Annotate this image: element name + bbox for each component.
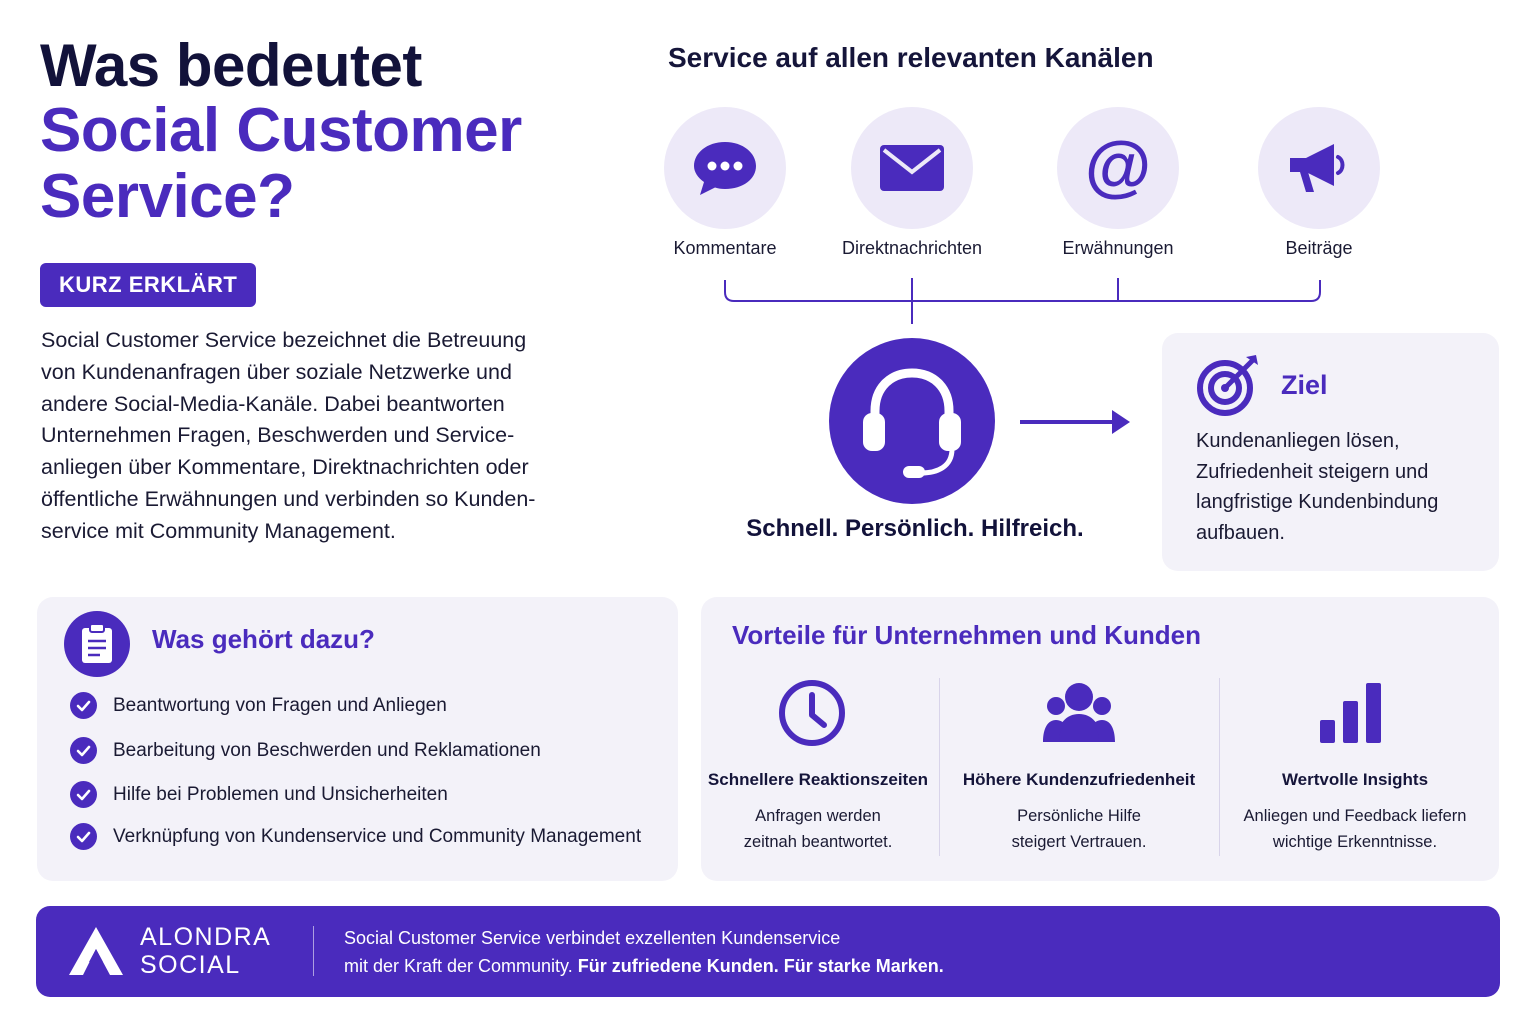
bar-chart-icon: [1320, 683, 1381, 743]
benefit-title: Schnellere Reaktionszeiten: [707, 770, 929, 789]
users-icon: [1043, 683, 1115, 742]
channel-label: Direktnachrichten: [841, 238, 983, 258]
goal-line: Zufriedenheit steigern und: [1196, 460, 1429, 483]
footer-line-1: Social Customer Service verbindet exzell…: [344, 928, 841, 948]
footer-divider: [313, 926, 314, 976]
arrow-right-icon: [1020, 410, 1130, 434]
channel-label: Beiträge: [1285, 238, 1353, 258]
list-item-text: Bearbeitung von Beschwerden und Reklamat…: [113, 739, 541, 761]
channel-direktnachrichten: [851, 107, 973, 229]
benefit-reaktionszeiten: Schnellere Reaktionszeiten Anfragen werd…: [688, 770, 948, 855]
benefit-insights: Wertvolle Insights Anliegen und Feedback…: [1225, 770, 1485, 855]
at-sign-icon: @: [1085, 135, 1151, 201]
intro-line: service mit Community Management.: [41, 518, 396, 543]
goal-line: langfristige Kundenbindung: [1196, 491, 1439, 513]
goal-line: aufbauen.: [1196, 521, 1285, 544]
megaphone-icon: [1290, 144, 1345, 192]
checkmark-icon: [70, 692, 97, 719]
envelope-icon: [880, 145, 944, 191]
footer-banner: [36, 906, 1500, 997]
benefit-text: Anfragen werden zeitnah beantwortet.: [688, 803, 948, 855]
divider: [939, 678, 940, 856]
list-item: Bearbeitung von Beschwerden und Reklamat…: [70, 737, 541, 764]
headset-icon: [863, 368, 961, 478]
includes-title: Was gehört dazu?: [152, 624, 375, 654]
benefit-line: Anfragen werden: [755, 807, 881, 825]
benefit-kundenzufriedenheit: Höhere Kundenzufriedenheit Persönliche H…: [949, 770, 1209, 855]
benefit-line: Persönliche Hilfe: [1017, 807, 1141, 825]
checkmark-icon: [70, 781, 97, 808]
goal-line: Kundenanliegen lösen,: [1196, 430, 1400, 452]
goal-text: Kundenanliegen lösen, Zufriedenheit stei…: [1196, 426, 1486, 548]
title-line-2: Social Customer: [40, 96, 522, 165]
list-item-text: Verknüpfung von Kundenservice und Commun…: [113, 825, 642, 847]
svg-text:@: @: [1085, 135, 1151, 201]
benefit-title: Wertvolle Insights: [1281, 770, 1429, 789]
footer-line-2: mit der Kraft der Community. Für zufried…: [344, 952, 944, 980]
checkmark-icon: [70, 823, 97, 850]
benefit-line: steigert Vertrauen.: [1011, 833, 1147, 851]
kurz-erklaert-badge: KURZ ERKLÄRT: [40, 263, 257, 307]
includes-card: [37, 597, 678, 881]
footer-line-2-bold: Für zufriedene Kunden. Für starke Marken…: [577, 956, 944, 976]
intro-line: Social Customer Service bezeichnet die B…: [41, 328, 527, 352]
intro-line: Unternehmen Fragen, Beschwerden und Serv…: [41, 423, 515, 448]
target-icon: [1197, 355, 1258, 416]
clipboard-circle: [64, 611, 130, 677]
intro-text: Social Customer Service bezeichnet die B…: [41, 325, 586, 548]
benefits-title: Vorteile für Unternehmen und Kunden: [732, 620, 1201, 650]
list-item: Hilfe bei Problemen und Unsicherheiten: [70, 781, 448, 808]
clipboard-icon: [82, 623, 112, 663]
channels-title: Service auf allen relevanten Kanälen: [668, 42, 1154, 73]
intro-line: anliegen über Kommentare, Direktnachrich…: [41, 455, 529, 480]
channel-erwaehnungen: @: [1057, 107, 1179, 229]
channel-beitraege: [1258, 107, 1380, 229]
benefit-line: zeitnah beantwortet.: [743, 833, 893, 851]
brand-name-line-2: SOCIAL: [140, 951, 241, 979]
list-item: Beantwortung von Fragen und Anliegen: [70, 692, 447, 719]
footer-line-2-regular: mit der Kraft der Community.: [344, 956, 578, 976]
channel-kommentare: [664, 107, 786, 229]
goal-title: Ziel: [1281, 370, 1328, 400]
alondra-logo-icon: [69, 927, 123, 975]
page-title: Was bedeutet Social Customer Service?: [40, 34, 640, 230]
list-item-text: Hilfe bei Problemen und Unsicherheiten: [113, 783, 448, 805]
list-item: Verknüpfung von Kundenservice und Commun…: [70, 823, 641, 850]
intro-line: von Kundenanfragen über soziale Netzwerk…: [41, 359, 512, 384]
clock-icon: [779, 680, 845, 746]
slogan: Schnell. Persönlich. Hilfreich.: [746, 515, 1084, 542]
divider: [1219, 678, 1220, 856]
benefit-line: Anliegen und Feedback liefern: [1243, 807, 1467, 825]
benefit-text: Persönliche Hilfe steigert Vertrauen.: [949, 803, 1209, 855]
channels-connector: [724, 278, 1321, 324]
title-line-1: Was bedeutet: [40, 32, 422, 99]
footer-text: Social Customer Service verbindet exzell…: [344, 924, 944, 980]
benefit-text: Anliegen und Feedback liefern wichtige E…: [1225, 803, 1485, 855]
checkmark-icon: [70, 737, 97, 764]
benefit-title: Höhere Kundenzufriedenheit: [962, 770, 1196, 789]
list-item-text: Beantwortung von Fragen und Anliegen: [113, 694, 447, 716]
intro-line: andere Social-Media-Kanäle. Dabei beantw…: [41, 391, 505, 416]
channel-label: Kommentare: [673, 238, 777, 258]
headset-circle: [829, 338, 995, 504]
chat-bubble-icon: [694, 142, 756, 195]
brand-name-line-1: ALONDRA: [140, 923, 272, 951]
benefit-line: wichtige Erkenntnisse.: [1272, 833, 1438, 851]
channel-label: Erwähnungen: [1062, 238, 1174, 258]
title-line-3: Service?: [40, 162, 295, 231]
intro-line: öffentliche Erwähnungen und verbinden so…: [41, 486, 536, 511]
